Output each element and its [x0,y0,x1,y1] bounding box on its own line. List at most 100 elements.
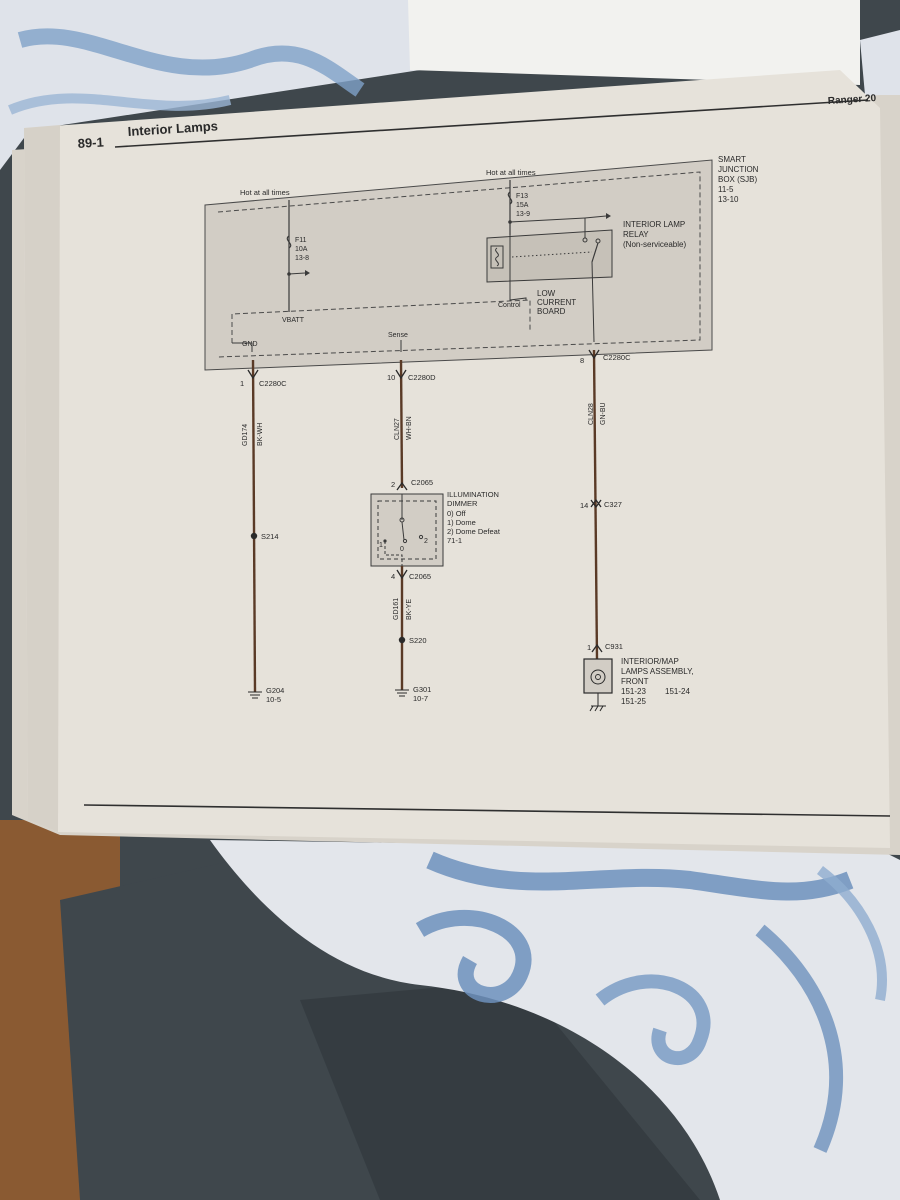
connector-pin: 8 [580,356,584,365]
sjb-name-line: BOX (SJB) [718,175,757,184]
low-current-line: LOW [537,289,556,298]
f11-branch-arrow [305,270,310,276]
sjb-dashed-outline [217,171,701,358]
dimmer-name-line: ILLUMINATION [447,490,499,499]
background-paper-sheet [408,0,860,85]
splice-label: S220 [409,636,427,645]
relay-contact [582,237,588,243]
relay-link-dotted [511,251,593,258]
low-current-board-label: LOW CURRENT BOARD [537,289,576,316]
lamp-ref: 151-25 [621,697,646,706]
duvet-bottom-pattern [595,974,711,1065]
sjb-name-line: SMART [718,155,746,164]
relay-output-wire [591,261,595,343]
relay-switch-arm [591,242,599,263]
control-label: Control [498,302,521,309]
ground-name: G204 [266,686,284,695]
connector-pin: 1 [240,379,244,388]
dimmer-ref: 71-1 [447,536,462,545]
relay-name-line: (Non-serviceable) [623,240,686,249]
wire-color-label: GN-BU [600,402,607,425]
dimmer-position: 0) Off [447,509,467,518]
relay-name-line: INTERIOR LAMP [623,220,685,229]
connector-name: C2280C [259,379,287,388]
wire-cln28 [592,349,599,661]
running-header: Ranger 20 [827,93,876,107]
lamp-name-line: LAMPS ASSEMBLY, [621,667,694,676]
sense-label: Sense [388,332,408,339]
f13-rating: 15A [516,202,529,209]
vbatt-label: VBATT [282,317,305,324]
ground-ref: 10-5 [266,695,281,704]
footer-rule [83,804,891,817]
connector-arrow [591,643,603,653]
relay-label: INTERIOR LAMP RELAY (Non-serviceable) [623,220,686,249]
dimmer-contact-label: 1 [379,542,383,549]
f11-branch [288,272,306,275]
control-wire [509,282,527,301]
gnd-internal-wire [232,342,253,352]
lamp-bulb-icon [590,669,606,685]
wire-cln27 [399,359,404,489]
relay-coil-icon [490,245,504,269]
ground-symbol [248,691,262,699]
connector-pin: 2 [391,480,395,489]
splice-label: S214 [261,532,279,541]
dimmer-ground-wire [384,541,403,566]
connector-arrow [247,369,259,380]
f13-branch-arrow [606,213,611,219]
wire-circuit-label: CLN28 [588,403,595,425]
dimmer-name-line: DIMMER [447,499,478,508]
duvet-top-pattern [8,93,232,115]
f11-name: F11 [295,237,307,244]
page-title: Interior Lamps [127,118,218,139]
sjb-ref: 13-10 [718,195,739,204]
connector-arrow [396,481,408,491]
relay-box [486,229,613,283]
wire-gd174 [251,359,257,693]
sjb-ref: 11-5 [718,185,734,194]
sjb-name-line: JUNCTION [718,165,759,174]
duvet-top-pattern [17,28,365,97]
connector-pin: 14 [580,501,588,510]
gnd-label: GND [242,341,258,348]
dimmer-label: ILLUMINATION DIMMER 0) Off 1) Dome 2) Do… [447,490,501,545]
low-current-line: CURRENT [537,298,576,307]
dimmer-contact-label: 0 [400,546,404,553]
wire-color-label: BK-YE [406,599,413,620]
f11-ref: 13-8 [295,255,309,262]
f11-fuse-icon [286,235,292,249]
connector-name: C327 [604,500,622,509]
ground-symbol [395,689,409,697]
f13-ref: 13-9 [516,211,530,218]
wire-circuit-label: GD161 [393,598,400,620]
connector-name: C2065 [409,572,431,581]
wire-color-label: BK-WH [257,423,264,446]
duvet-bottom-pattern [415,909,532,1003]
low-current-line: BOARD [537,307,566,316]
dimmer-wiper [401,521,405,541]
wire-circuit-label: CLN27 [394,418,401,440]
connector-name: C2065 [411,478,433,487]
dimmer-box [370,493,444,567]
hot-at-all-times-label: Hot at all times [486,168,536,177]
low-current-board-outline [231,299,531,343]
splice-dot [398,636,406,644]
lamp-box [583,658,613,694]
connector-pin: 4 [391,572,395,581]
connector-arrow [590,499,602,509]
duvet-bottom-pattern [816,866,887,1001]
duvet-bottom-pattern [755,924,844,1153]
connector-pin: 10 [387,373,395,382]
f13-name: F13 [516,193,528,200]
connector-arrow [396,569,408,580]
wire-circuit-label: GD174 [242,424,249,446]
connector-name: C2280D [408,373,436,382]
header-rule [114,99,869,148]
connector-name: C2280C [603,353,631,362]
dimmer-contact-label: 2 [424,538,428,545]
relay-coil-winding [495,247,499,267]
relay-name-line: RELAY [623,230,649,239]
